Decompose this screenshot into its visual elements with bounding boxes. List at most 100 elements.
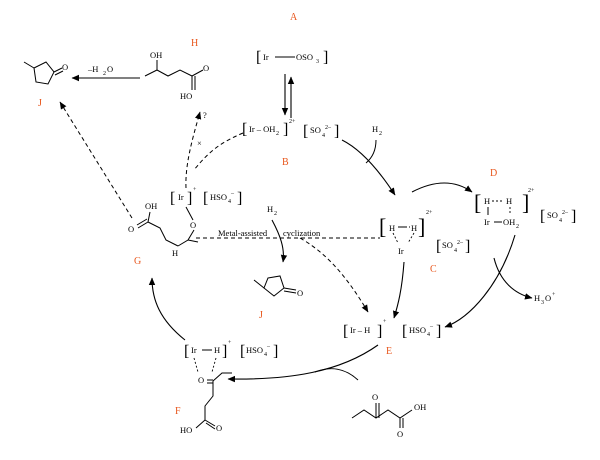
svg-text:[: [ (436, 238, 441, 255)
svg-text:+: + (552, 292, 556, 298)
svg-text:O: O (128, 224, 134, 234)
arrow-G-to-H-dashed (185, 111, 202, 189)
arrow-cyclization-to-E (299, 237, 369, 313)
svg-text:2+: 2+ (528, 188, 535, 194)
h2-mid: H (267, 204, 273, 214)
svg-text:]: ] (377, 323, 382, 340)
label-J-mid: J (259, 310, 263, 321)
species-J-mid: O (253, 275, 303, 298)
label-C: C (430, 264, 437, 275)
svg-text:Ir: Ir (178, 192, 184, 202)
label-J-top: J (38, 98, 42, 109)
svg-text:]: ] (465, 238, 470, 255)
svg-text:4: 4 (427, 332, 430, 338)
svg-text:O: O (62, 62, 68, 72)
svg-text:2+: 2+ (426, 210, 433, 216)
svg-text:O: O (545, 293, 551, 303)
label-F: F (175, 406, 181, 417)
svg-text:]: ] (522, 190, 529, 215)
svg-text:SO: SO (310, 125, 321, 135)
h3o-plus: H 3 O + (534, 292, 556, 306)
svg-text:+: + (193, 187, 197, 193)
svg-text:2: 2 (379, 131, 382, 137)
svg-text:[: [ (343, 323, 348, 340)
species-F: [ Ir H ] + [ HSO 4 – ] O HO O (180, 340, 278, 435)
arrow-F-to-G (148, 277, 186, 341)
arrow-C-to-D (411, 182, 473, 193)
svg-text:]: ] (334, 123, 339, 140)
svg-text:SO: SO (442, 240, 453, 250)
svg-text:2: 2 (274, 211, 277, 217)
svg-text:O: O (372, 392, 378, 402)
arrow-h3o-release (493, 257, 533, 300)
arrow-C-to-E (392, 261, 405, 319)
svg-text:2: 2 (276, 131, 279, 137)
svg-text:OH: OH (414, 402, 426, 412)
species-B: [ Ir – OH 2 ] 2+ [ SO 4 2– ] (242, 119, 339, 140)
arrow-h2-to-J (271, 219, 288, 263)
svg-text:–: – (266, 344, 271, 350)
minus-water-label: –H 2 O (87, 64, 113, 77)
svg-text:]: ] (273, 343, 278, 360)
species-E: [ Ir – H ] + [ HSO 4 – ] (343, 319, 441, 340)
svg-text:[: [ (474, 190, 481, 215)
svg-text:[: [ (402, 323, 407, 340)
arrow-D-to-E (444, 234, 516, 328)
svg-text:[: [ (170, 190, 175, 207)
label-B: B (282, 157, 289, 168)
svg-text:H: H (534, 293, 540, 303)
svg-text:[: [ (540, 208, 545, 225)
svg-text:]: ] (237, 190, 242, 207)
svg-text:]: ] (283, 121, 288, 138)
svg-text:3: 3 (316, 59, 319, 65)
svg-text:[: [ (379, 214, 386, 239)
species-substrate: O OH O (351, 392, 426, 439)
svg-text:Ir: Ir (484, 217, 490, 227)
svg-text:4: 4 (264, 352, 267, 358)
svg-text:[: [ (184, 343, 189, 360)
svg-text:OH: OH (145, 201, 157, 211)
svg-text:]: ] (222, 343, 227, 360)
svg-text:Ir – H: Ir – H (350, 325, 370, 335)
svg-text:HO: HO (180, 91, 192, 101)
arrow-G-to-J-dashed (59, 101, 133, 219)
svg-text:]: ] (571, 208, 576, 225)
svg-text:[: [ (256, 49, 261, 66)
svg-text:H: H (214, 345, 220, 355)
svg-text:HO: HO (180, 425, 192, 435)
svg-text:SO: SO (547, 210, 558, 220)
svg-text:OH: OH (150, 50, 162, 60)
svg-text:]: ] (418, 214, 425, 239)
svg-text:OH: OH (503, 217, 515, 227)
svg-text:H: H (484, 196, 490, 206)
species-H: OH O HO (144, 50, 209, 101)
svg-text:Ir: Ir (191, 345, 197, 355)
svg-text:O: O (397, 429, 403, 439)
label-E: E (386, 346, 392, 357)
svg-text:–: – (230, 191, 235, 197)
label-A: A (290, 12, 298, 23)
svg-text:–H: –H (87, 64, 98, 74)
label-H: H (191, 38, 198, 49)
svg-text:[: [ (242, 121, 247, 138)
svg-text:HSO: HSO (210, 192, 227, 202)
svg-text:[: [ (303, 123, 308, 140)
svg-text:4: 4 (322, 133, 325, 139)
svg-text:2–: 2– (325, 125, 332, 131)
svg-text:H: H (389, 223, 395, 233)
cross-mark: × (197, 138, 202, 148)
species-C: [ H H Ir ] 2+ [ SO 4 2– ] (379, 210, 470, 256)
svg-text:[: [ (240, 343, 245, 360)
svg-text:4: 4 (559, 218, 562, 224)
svg-text:2: 2 (516, 224, 519, 230)
svg-text:]: ] (187, 190, 192, 207)
svg-text:Ir: Ir (263, 52, 269, 62)
svg-text:O: O (216, 423, 222, 433)
species-A: [ Ir OSO 3 ] (256, 49, 328, 66)
svg-text:4: 4 (454, 248, 457, 254)
svg-text:2: 2 (103, 71, 106, 77)
svg-text:2–: 2– (562, 210, 569, 216)
svg-text:HSO: HSO (409, 325, 426, 335)
